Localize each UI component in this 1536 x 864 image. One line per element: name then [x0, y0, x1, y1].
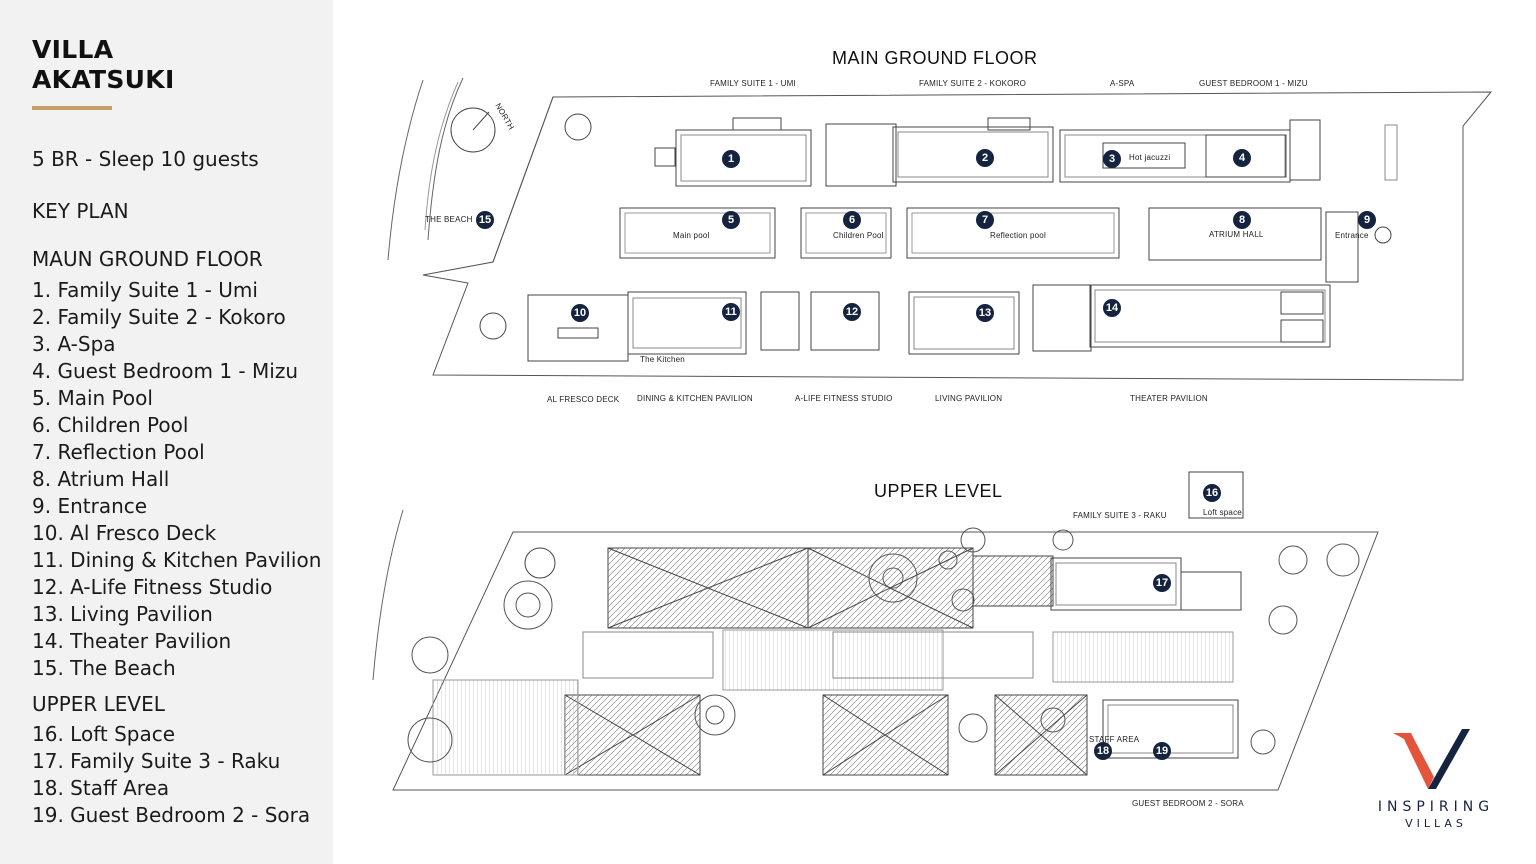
list-item: 4. Guest Bedroom 1 - Mizu [32, 359, 298, 383]
guest-bedroom-1-label: GUEST BEDROOM 1 - MIZU [1199, 79, 1308, 88]
list-item: 9. Entrance [32, 494, 148, 518]
upper-level-title: UPPER LEVEL [874, 481, 1003, 501]
marker-6: 6 [843, 211, 861, 229]
main-pool-label: Main pool [673, 231, 710, 240]
marker-1: 1 [722, 150, 740, 168]
marker-17: 17 [1153, 574, 1171, 592]
floor-plan-linework [372, 77, 1493, 791]
marker-14: 14 [1103, 299, 1121, 317]
upper-level-list: 16. Loft Space 17. Family Suite 3 - Raku… [32, 721, 310, 829]
title-underline [32, 106, 112, 110]
list-item: 18. Staff Area [32, 776, 170, 800]
list-item: 11. Dining & Kitchen Pavilion [32, 548, 322, 572]
list-item: 14. Theater Pavilion [32, 629, 232, 653]
list-item: 13. Living Pavilion [32, 602, 213, 626]
fitness-studio-label: A-LIFE FITNESS STUDIO [795, 394, 893, 403]
list-item: 17. Family Suite 3 - Raku [32, 749, 281, 773]
logo-word-villas: VILLAS [1405, 817, 1467, 830]
list-item: 10. Al Fresco Deck [32, 521, 217, 545]
list-item: 15. The Beach [32, 656, 176, 680]
marker-15: 15 [476, 211, 494, 229]
al-fresco-deck-label: AL FRESCO DECK [547, 395, 620, 404]
the-beach-label: THE BEACH [425, 215, 473, 224]
upper-level-heading: UPPER LEVEL [32, 692, 165, 716]
list-item: 6. Children Pool [32, 413, 189, 437]
list-item: 5. Main Pool [32, 386, 153, 410]
marker-19: 19 [1153, 742, 1171, 760]
marker-4: 4 [1233, 149, 1251, 167]
living-pavilion-label: LIVING PAVILION [935, 394, 1003, 403]
entrance-label: Entrance [1335, 231, 1369, 240]
atrium-hall-label: ATRIUM HALL [1209, 230, 1264, 239]
marker-7: 7 [976, 211, 994, 229]
marker-11: 11 [722, 303, 740, 321]
summary-text: 5 BR - Sleep 10 guests [32, 147, 259, 171]
key-plan-drawing: MAIN GROUND FLOOR UPPER LEVEL NORTH FAMI… [333, 0, 1536, 864]
family-suite-1-label: FAMILY SUITE 1 - UMI [710, 79, 796, 88]
guest-bedroom-2-label: GUEST BEDROOM 2 - SORA [1132, 799, 1244, 808]
marker-18: 18 [1094, 742, 1112, 760]
marker-9: 9 [1358, 211, 1376, 229]
list-item: 1. Family Suite 1 - Umi [32, 278, 258, 302]
ground-floor-title: MAIN GROUND FLOOR [832, 48, 1038, 68]
villa-title: VILLA AKATSUKI [32, 35, 175, 95]
list-item: 12. A-Life Fitness Studio [32, 575, 273, 599]
marker-12: 12 [843, 303, 861, 321]
family-suite-3-label: FAMILY SUITE 3 - RAKU [1073, 511, 1167, 520]
theater-pavilion-label: THEATER PAVILION [1130, 394, 1208, 403]
kitchen-label: The Kitchen [640, 355, 685, 364]
marker-5: 5 [722, 211, 740, 229]
ground-floor-heading: MAUN GROUND FLOOR [32, 247, 263, 271]
loft-space-label: Loft space [1203, 508, 1242, 517]
list-item: 16. Loft Space [32, 722, 176, 746]
a-spa-label: A-SPA [1110, 79, 1135, 88]
staff-area-label: STAFF AREA [1089, 735, 1140, 744]
v-logo-icon [1393, 729, 1470, 789]
marker-16: 16 [1203, 484, 1221, 502]
ground-floor-list: 1. Family Suite 1 - Umi 2. Family Suite … [32, 277, 321, 682]
list-item: 7. Reflection Pool [32, 440, 205, 464]
dining-kitchen-label: DINING & KITCHEN PAVILION [637, 394, 753, 403]
legend-panel: VILLA AKATSUKI 5 BR - Sleep 10 guests KE… [0, 0, 333, 864]
list-item: 19. Guest Bedroom 2 - Sora [32, 803, 311, 827]
villa-title-line2: AKATSUKI [32, 65, 175, 94]
inspiring-villas-logo: INSPIRING VILLAS [1356, 725, 1516, 835]
marker-8: 8 [1233, 211, 1251, 229]
marker-2: 2 [976, 149, 994, 167]
list-item: 3. A-Spa [32, 332, 116, 356]
list-item: 2. Family Suite 2 - Kokoro [32, 305, 286, 329]
key-plan-heading: KEY PLAN [32, 199, 129, 223]
marker-10: 10 [571, 304, 589, 322]
marker-3: 3 [1103, 150, 1121, 168]
logo-word-inspiring: INSPIRING [1377, 799, 1495, 815]
marker-13: 13 [976, 304, 994, 322]
hot-jacuzzi-label: Hot jacuzzi [1129, 153, 1171, 162]
reflection-pool-label: Reflection pool [990, 231, 1046, 240]
children-pool-label: Children Pool [833, 231, 884, 240]
villa-title-line1: VILLA [32, 35, 114, 64]
family-suite-2-label: FAMILY SUITE 2 - KOKORO [919, 79, 1026, 88]
list-item: 8. Atrium Hall [32, 467, 170, 491]
